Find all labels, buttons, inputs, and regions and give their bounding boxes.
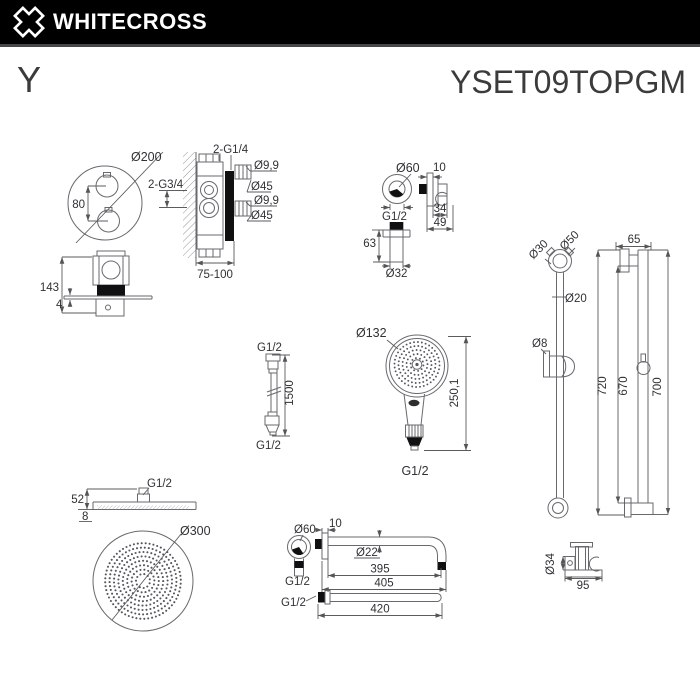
hand-shower-view: G1/2 Ø132 250,1 [356, 326, 471, 478]
dim-plate-thickness: 4 [56, 299, 63, 311]
dim-head-height: 52 [71, 494, 84, 506]
dim-elbow-height: 63 [363, 238, 376, 250]
brand-bar: WHITECROSS [0, 0, 700, 47]
model-code: YSET09TOPGM [450, 64, 686, 100]
dim-elbow-flange: Ø60 [396, 161, 420, 175]
dim-bar-flange: Ø50 [558, 229, 582, 253]
head-shower-views: G1/2 52 8 Ø300 [71, 478, 211, 632]
shower-arm-views: Ø60 G1/2 10 Ø22 395 405 [281, 518, 447, 619]
whitecross-logo-icon [13, 6, 45, 38]
dim-handle2: Ø45 [251, 210, 273, 222]
thermostat-side-view: 2-G1/4 2-G3/4 Ø9,9 Ø45 Ø9,9 Ø45 75-100 [148, 144, 279, 281]
spray-face-edge [97, 505, 189, 510]
head-shower-nozzles [104, 542, 182, 620]
dim-arm-flange: Ø60 [294, 524, 316, 536]
wall-hatch [183, 152, 196, 258]
dim-head-thickness: 8 [82, 511, 88, 523]
dim-head-diameter: Ø300 [180, 524, 211, 538]
dim-hose-length: 1500 [284, 380, 296, 406]
dim-trim-diameter: Ø200 [131, 150, 162, 164]
dim-mount-depth: 75-100 [197, 269, 233, 281]
dim-arm-thread1: G1/2 [285, 576, 310, 588]
wall-elbow-views: Ø60 G1/2 63 Ø32 [363, 161, 454, 280]
hand-shower-nozzles [393, 341, 441, 388]
dim-elbow-plate: 10 [433, 162, 446, 174]
dim-handle1: Ø45 [251, 181, 273, 193]
slide-bar-front-view: Ø30 Ø50 Ø20 Ø8 [527, 229, 587, 519]
slider-stem [640, 353, 646, 363]
dim-holder-width: 95 [577, 580, 590, 592]
dim-head-thread: G1/2 [147, 478, 172, 490]
dim-bar-diameter: Ø20 [565, 293, 587, 305]
dim-bar-offset: 65 [628, 234, 641, 246]
dim-holder-diameter: Ø34 [545, 553, 557, 575]
dim-arm-len3: 420 [370, 604, 389, 616]
dim-stem2: Ø9,9 [254, 195, 279, 207]
holder-view: Ø34 95 [545, 542, 603, 592]
series-title: Y [17, 59, 42, 100]
dim-hose-thread-top: G1/2 [257, 342, 282, 354]
handle-badge [408, 399, 420, 407]
dim-outlet-threads: 2-G1/4 [213, 144, 249, 156]
dim-bar-len2: 670 [618, 376, 630, 395]
dim-bar-cap: Ø30 [527, 238, 551, 262]
dim-arm-tube: Ø22 [356, 547, 378, 559]
dim-arm-len1: 395 [370, 564, 389, 576]
faceplate-section [225, 171, 234, 241]
dim-stem1: Ø9,9 [254, 160, 279, 172]
dim-hose-thread-bottom: G1/2 [256, 440, 281, 452]
dim-arm-plate: 10 [329, 518, 342, 530]
brand-name: WHITECROSS [53, 9, 208, 34]
slider-knob [636, 361, 651, 375]
dim-arm-thread2: G1/2 [281, 597, 306, 609]
slide-bar-side-view: 65 720 670 700 [595, 234, 671, 518]
thermostat-bottom-view: 143 4 [40, 250, 153, 317]
dim-handshower-head: Ø132 [356, 326, 387, 340]
thermostat-front-view: 80 Ø200 [67, 150, 164, 244]
hose-view: G1/2 G1/2 1500 [256, 342, 296, 452]
dim-inlet-threads: 2-G3/4 [148, 179, 184, 191]
dim-handle-spacing: 80 [72, 199, 85, 211]
dim-body-height: 143 [40, 282, 59, 294]
dim-handshower-thread: G1/2 [401, 464, 428, 478]
dim-elbow-depth2: 49 [434, 217, 447, 229]
dim-elbow-body: Ø32 [386, 268, 408, 280]
dim-handshower-length: 250,1 [449, 379, 461, 408]
dim-bar-len1: 720 [597, 376, 609, 395]
dim-elbow-thread: G1/2 [382, 211, 407, 223]
dim-bar-len3: 700 [652, 377, 664, 396]
dim-arm-len2: 405 [374, 578, 393, 590]
dim-holder-pin: Ø8 [532, 338, 547, 350]
dim-elbow-depth1: 34 [434, 203, 447, 215]
